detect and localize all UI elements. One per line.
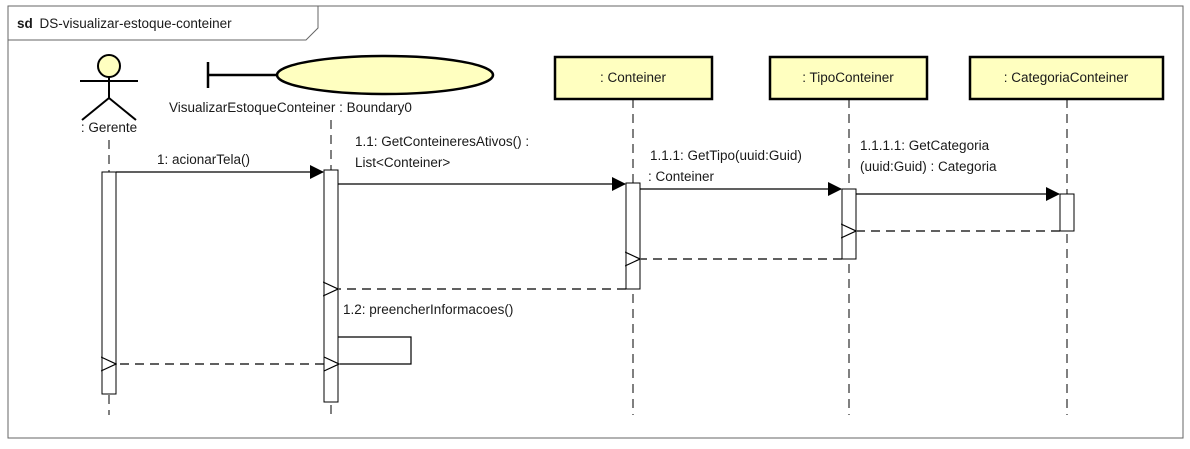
message-preencher-informacoes: [338, 336, 412, 364]
message-get-categoria-label-2: (uuid:Guid) : Categoria: [860, 159, 997, 174]
message-get-conteineres-ativos-label-2: List<Conteiner>: [355, 155, 450, 170]
object-categoria-conteiner-label: : CategoriaConteiner: [1004, 70, 1129, 85]
object-tipo-conteiner-label: : TipoConteiner: [802, 70, 894, 85]
actor-label: : Gerente: [81, 120, 137, 135]
actor-gerente: : Gerente: [80, 54, 138, 135]
object-conteiner: : Conteiner: [553, 55, 714, 101]
boundary-icon: [206, 54, 495, 96]
frame-name: DS-visualizar-estoque-conteiner: [40, 16, 233, 31]
interaction-frame: [7, 5, 1184, 439]
activation-categoria-conteiner: [1059, 193, 1075, 232]
activation-conteiner: [625, 182, 641, 290]
object-categoria-conteiner: : CategoriaConteiner: [968, 55, 1165, 101]
message-get-tipo-label-1: 1.1.1: GetTipo(uuid:Guid): [650, 148, 802, 163]
activation-boundary: [323, 169, 339, 403]
activation-gerente: [101, 171, 117, 395]
object-conteiner-label: : Conteiner: [600, 70, 667, 85]
frame-title-tab: [8, 6, 319, 41]
boundary-label: VisualizarEstoqueConteiner : Boundary0: [169, 100, 412, 115]
message-get-conteineres-ativos-label-1: 1.1: GetConteineresAtivos() :: [355, 134, 529, 149]
boundary-object: VisualizarEstoqueConteiner : Boundary0: [169, 54, 495, 115]
frame-keyword: sd: [17, 16, 33, 31]
actor-icon: [80, 54, 138, 121]
activation-tipo-conteiner: [841, 188, 857, 260]
message-preencher-informacoes-label: 1.2: preencherInformacoes(): [343, 302, 513, 317]
message-acionar-tela-label: 1: acionarTela(): [157, 152, 250, 167]
message-get-tipo-label-2: : Conteiner: [648, 169, 715, 184]
object-tipo-conteiner: : TipoConteiner: [768, 55, 929, 101]
message-get-categoria-label-1: 1.1.1.1: GetCategoria: [860, 138, 990, 153]
frame-title: sd DS-visualizar-estoque-conteiner: [17, 16, 232, 31]
